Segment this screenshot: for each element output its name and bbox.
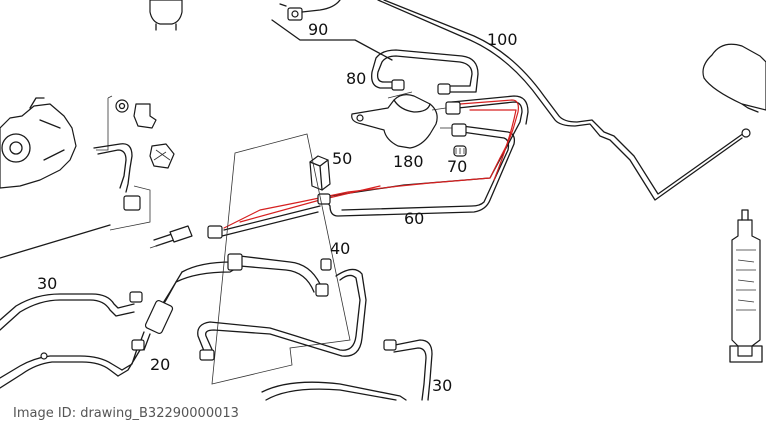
callout-30-left: 30 xyxy=(37,274,57,293)
callout-70: 70 xyxy=(447,157,467,176)
section-outline xyxy=(211,133,351,385)
top-valve-part xyxy=(149,0,183,31)
callout-20: 20 xyxy=(150,355,170,374)
compressor xyxy=(0,97,111,259)
part-40-screw xyxy=(320,258,332,271)
callout-180: 180 xyxy=(393,152,424,171)
image-id-caption: Image ID: drawing_B32290000013 xyxy=(13,406,239,421)
part-70-seal xyxy=(453,145,467,157)
shock-absorber xyxy=(729,209,763,363)
callout-40: 40 xyxy=(330,239,350,258)
pipe-60 xyxy=(207,95,529,239)
callout-30-right: 30 xyxy=(432,376,452,395)
part-180-expansion-valve xyxy=(351,94,438,149)
leader-lines xyxy=(149,91,452,249)
receiver-drier xyxy=(702,43,766,113)
pipe-80 xyxy=(371,49,479,95)
pipe-100 xyxy=(377,0,751,201)
pipe-lower-center xyxy=(197,268,367,361)
part-50-nut xyxy=(309,155,331,191)
callout-50: 50 xyxy=(332,149,352,168)
callout-80: 80 xyxy=(346,69,366,88)
pipe-30-right xyxy=(261,339,433,401)
callout-60: 60 xyxy=(404,209,424,228)
pipe-30-left xyxy=(0,291,145,389)
part-90-fitting xyxy=(271,0,393,61)
callout-100: 100 xyxy=(487,30,518,49)
callout-90: 90 xyxy=(308,20,328,39)
pressure-switch-parts xyxy=(93,95,175,231)
